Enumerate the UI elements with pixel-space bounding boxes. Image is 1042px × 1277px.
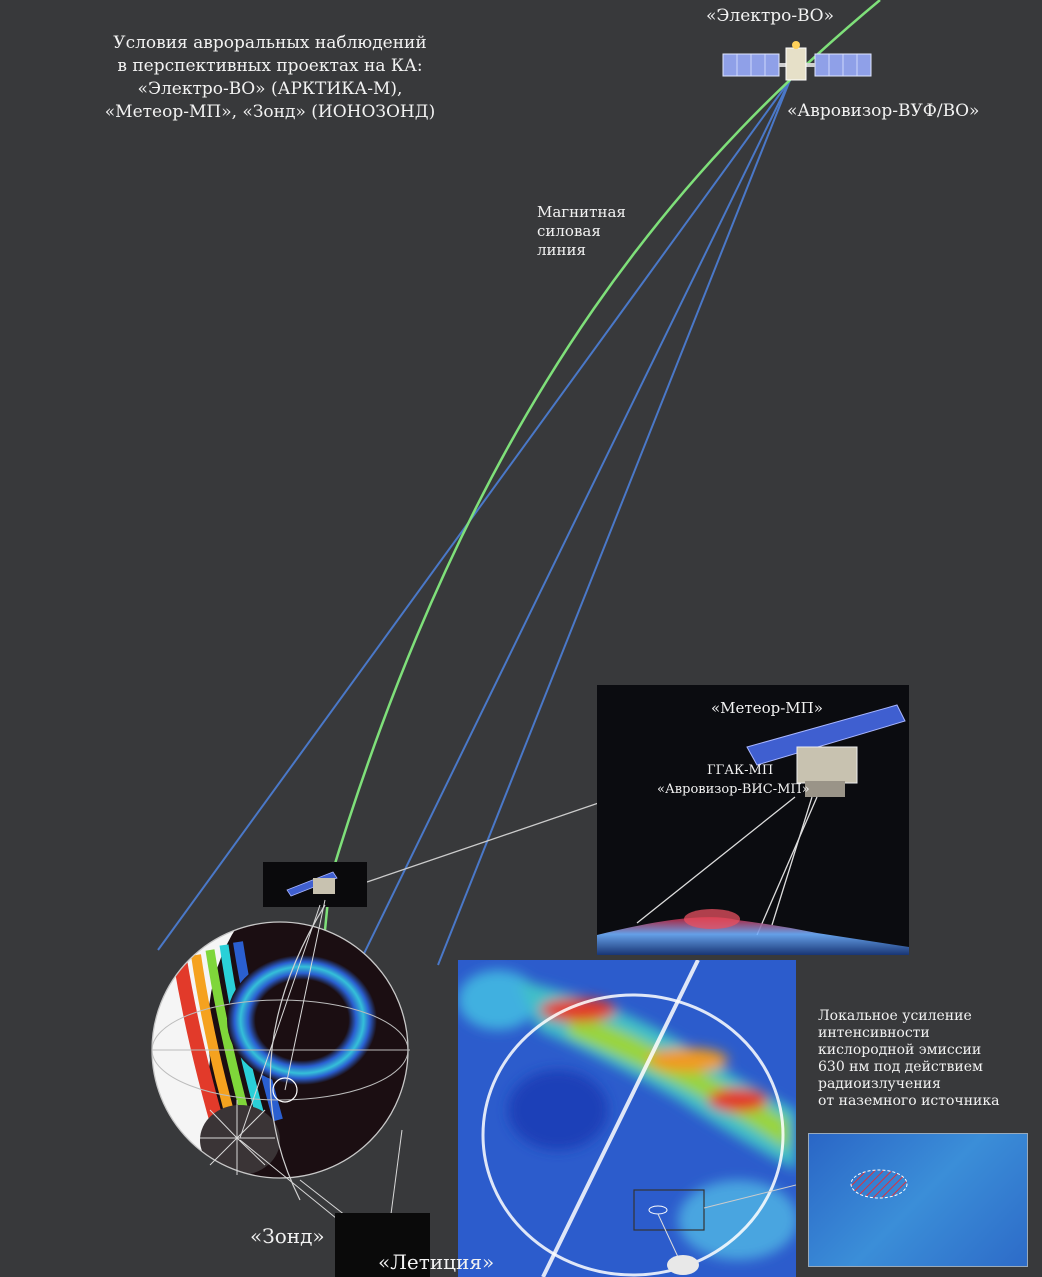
meteor-label: «Метеор-МП» — [711, 699, 823, 717]
emission-inset — [808, 1133, 1028, 1267]
local-enhancement-note: Локальное усиление интенсивности кислоро… — [818, 1008, 1038, 1110]
small-satellite-panel — [263, 862, 367, 907]
title-line-1: Условия авроральных наблюдений — [113, 33, 427, 53]
magnetic-line-label-2: силовая — [537, 222, 601, 240]
magnetic-line-label-1: Магнитная — [537, 203, 626, 221]
meteor-satellite-icon — [597, 704, 909, 955]
title-line-2: в перспективных проектах на КА: — [117, 56, 423, 76]
small-satellite-icon — [286, 871, 338, 897]
note-line-4: 630 нм под действием — [818, 1059, 983, 1075]
title-line-4: «Метеор-МП», «Зонд» (ИОНОЗОНД) — [104, 102, 436, 122]
zond-panel — [335, 1213, 430, 1277]
magnetic-line-label: Магнитная силовая линия — [537, 203, 626, 260]
meteor-panel: «Метеор-МП» ГГАК-МП «Авровизор-ВИС-МП» — [597, 685, 909, 955]
note-line-6: от наземного источника — [818, 1093, 1000, 1109]
zond-label: «Зонд» — [250, 1224, 325, 1248]
diagram-title: Условия авроральных наблюдений в перспек… — [60, 32, 480, 124]
note-line-1: Локальное усиление — [818, 1008, 972, 1024]
note-line-2: интенсивности — [818, 1025, 930, 1041]
electro-label: «Электро-ВО» — [706, 6, 834, 26]
aurovisor-vis-label: «Авровизор-ВИС-МП» — [657, 782, 810, 797]
zoomed-emission-panel — [458, 960, 796, 1277]
view-line-left — [157, 79, 791, 951]
view-line-right — [437, 79, 791, 966]
magnetic-line-label-3: линия — [537, 241, 586, 259]
gtak-label: ГГАК-МП — [707, 763, 774, 778]
emission-inset-image — [850, 1169, 908, 1199]
aurovisor-vuf-label: «Авровизор-ВУФ/ВО» — [787, 101, 980, 121]
note-line-3: кислородной эмиссии — [818, 1042, 982, 1058]
letitia-label: «Летиция» — [378, 1250, 495, 1274]
emission-map — [458, 960, 796, 1277]
title-line-3: «Электро-ВО» (АРКТИКА-М), — [137, 79, 403, 99]
note-line-5: радиоизлучения — [818, 1076, 941, 1092]
